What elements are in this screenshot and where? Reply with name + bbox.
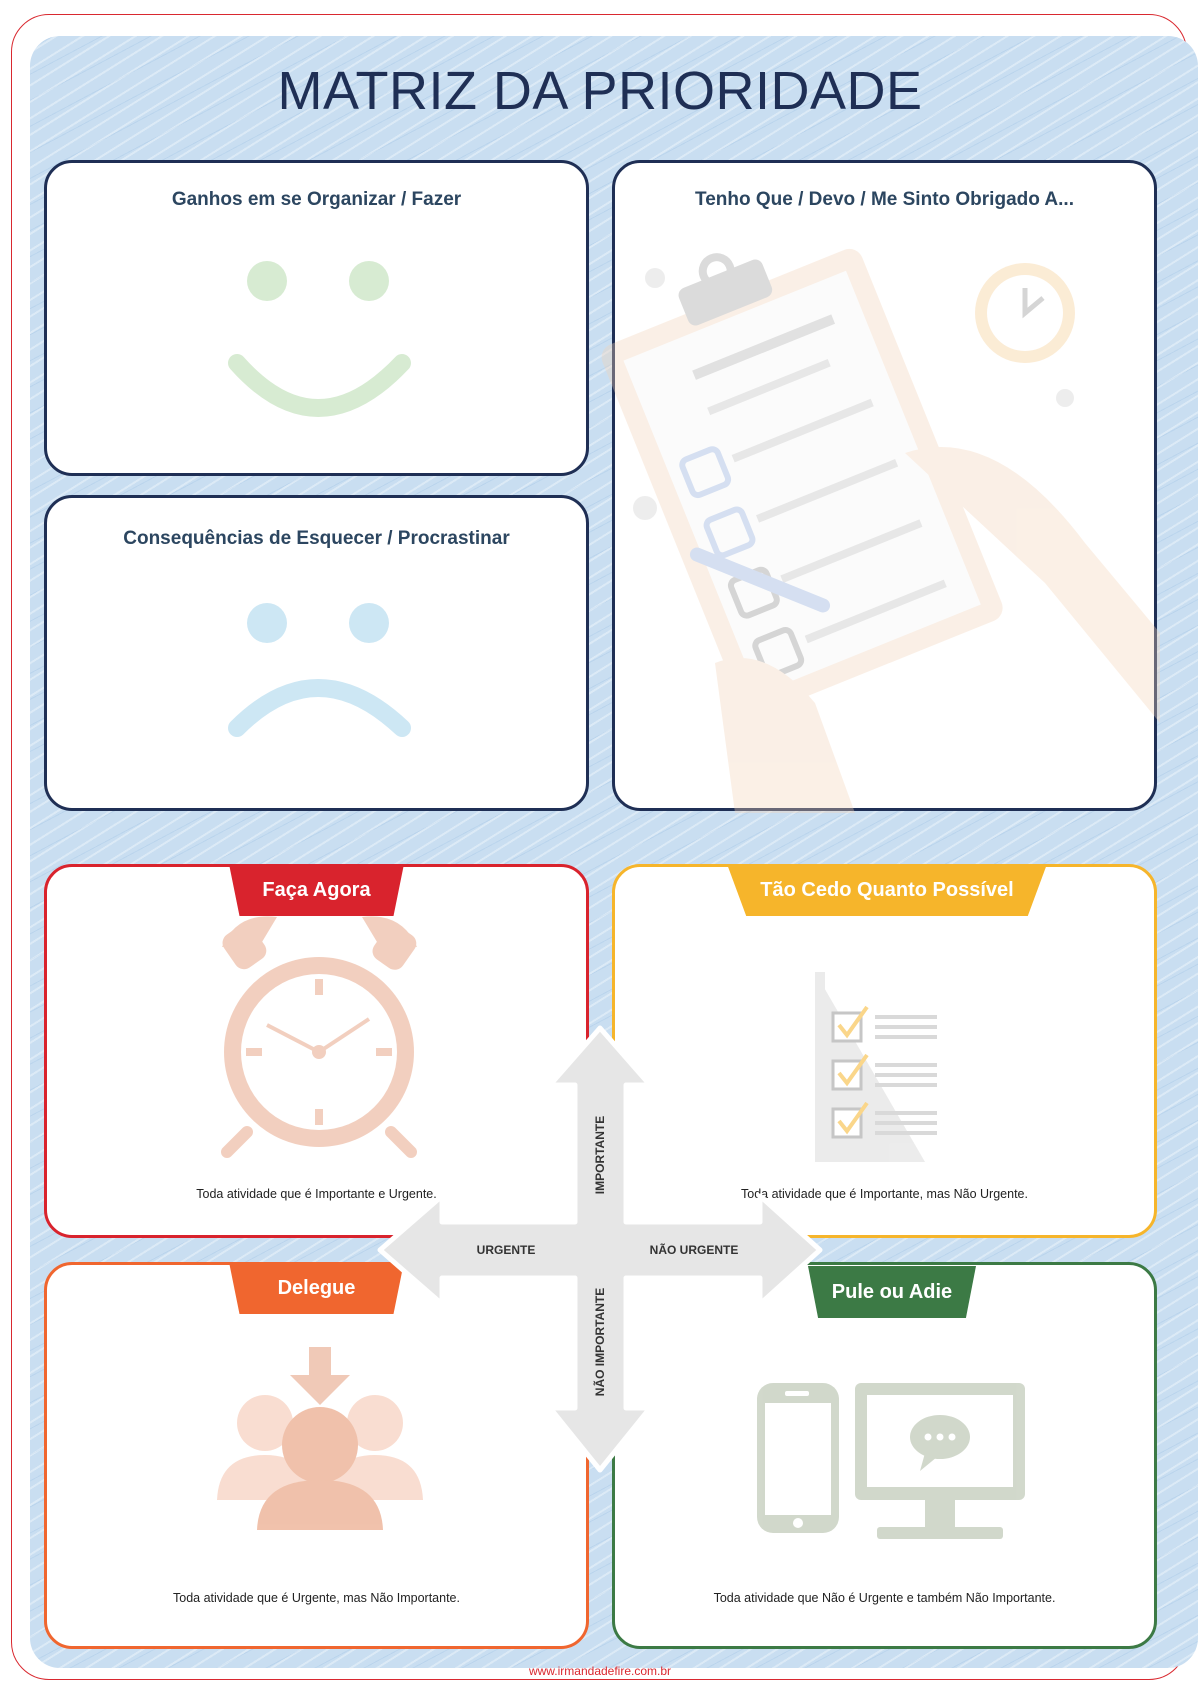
do-now-label: Faça Agora xyxy=(229,864,404,916)
clipboard-checklist-icon xyxy=(601,248,1160,813)
do-now-quadrant: Toda atividade que é Importante e Urgent… xyxy=(44,864,589,1238)
gains-title: Ganhos em se Organizar / Fazer xyxy=(171,189,462,210)
delegate-description: Toda atividade que é Urgente, mas Não Im… xyxy=(173,1591,460,1605)
consequences-title: Consequências de Esquecer / Procrastinar xyxy=(123,528,510,549)
gains-box: Ganhos em se Organizar / Fazer xyxy=(44,160,589,476)
consequences-box: Consequências de Esquecer / Procrastinar xyxy=(44,495,589,811)
asap-quadrant: Toda atividade que é Importante, mas Não… xyxy=(612,864,1157,1238)
delegate-label: Delegue xyxy=(229,1262,404,1314)
skip-quadrant: Toda atividade que Não é Urgente e també… xyxy=(612,1262,1157,1649)
footer-url[interactable]: www.irmandadefire.com.br xyxy=(528,1664,672,1678)
asap-description: Toda atividade que é Importante, mas Não… xyxy=(741,1187,1028,1201)
checklist-icon xyxy=(815,972,937,1162)
smile-face-icon xyxy=(228,261,411,417)
obligations-title: Tenho Que / Devo / Me Sinto Obrigado A..… xyxy=(695,189,1074,210)
skip-label: Pule ou Adie xyxy=(808,1266,976,1318)
sad-face-icon xyxy=(228,603,411,737)
asap-label: Tão Cedo Quanto Possível xyxy=(727,864,1047,916)
skip-description: Toda atividade que Não é Urgente e també… xyxy=(713,1591,1056,1605)
obligations-box: Tenho Que / Devo / Me Sinto Obrigado A..… xyxy=(601,160,1160,813)
do-now-description: Toda atividade que é Importante e Urgent… xyxy=(196,1187,437,1201)
delegate-quadrant: Toda atividade que é Urgente, mas Não Im… xyxy=(44,1262,589,1649)
alarm-clock-icon xyxy=(221,916,417,1158)
page-title: MATRIZ DA PRIORIDADE xyxy=(277,61,923,121)
